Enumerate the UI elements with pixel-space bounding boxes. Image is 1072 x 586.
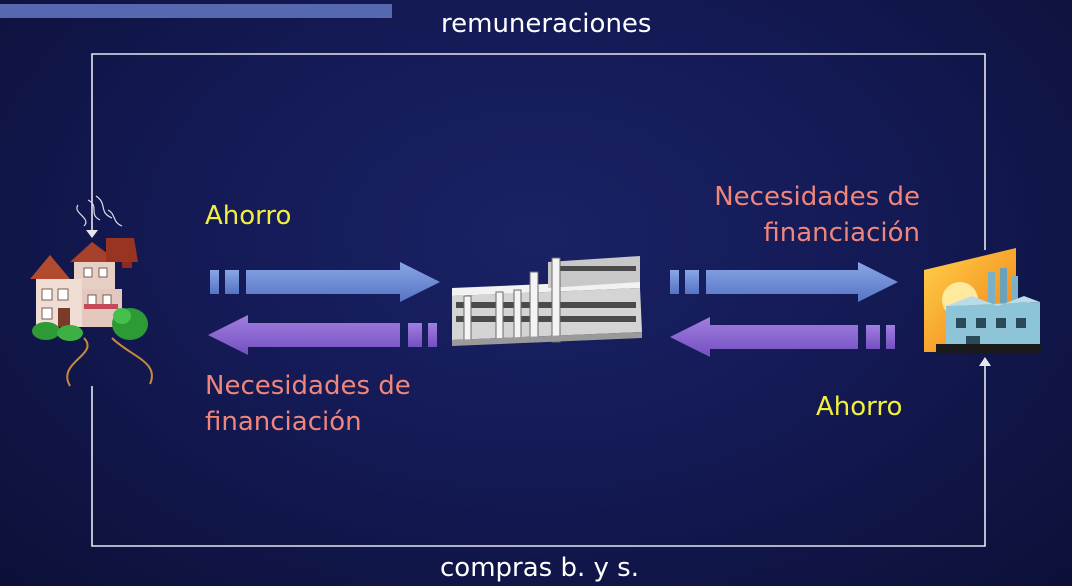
arrow-left-needs [208,315,437,355]
left-needs-label-line1: Necesidades de [205,371,411,401]
arrow-left-savings [210,262,440,302]
title-accent-bar [0,4,392,18]
arrow-right-savings [670,317,895,357]
right-needs-label-line1: Necesidades de [714,182,920,212]
loop-frame [91,53,986,547]
right-savings-label: Ahorro [816,392,903,422]
loop-bottom-line [91,360,986,547]
left-needs-label-line2: financiación [205,407,362,437]
right-needs-label-line2: financiación [763,218,920,248]
loop-top-line [91,53,986,250]
loop-arrowhead-up [979,357,991,366]
arrow-right-needs [670,262,898,302]
loop-arrowhead-down [86,230,98,238]
loop-top-label: remuneraciones [441,9,652,39]
left-savings-label: Ahorro [205,201,292,231]
bank-building-icon [452,256,642,346]
loop-arrowheads [86,230,991,366]
factory-icon [924,248,1042,354]
house-icon [30,195,153,387]
loop-bottom-label: compras b. y s. [440,553,639,583]
